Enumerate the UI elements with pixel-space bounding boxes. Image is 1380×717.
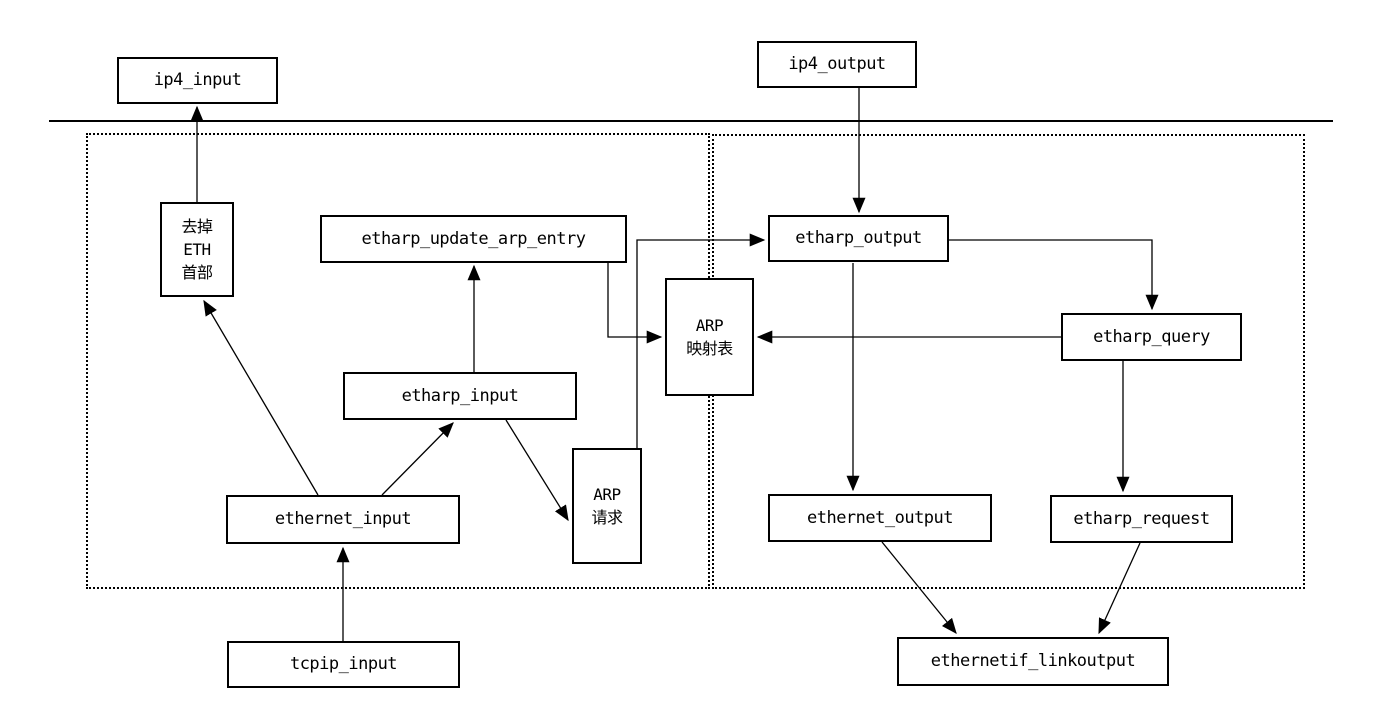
node-arp-mapping-table: ARP 映射表 [665, 278, 754, 396]
node-etharp-update-arp-entry: etharp_update_arp_entry [320, 215, 627, 263]
node-etharp-request: etharp_request [1050, 495, 1233, 543]
node-ethernet-input: ethernet_input [226, 495, 460, 544]
node-ip4-output: ip4_output [757, 41, 917, 88]
node-etharp-query: etharp_query [1061, 313, 1242, 361]
node-etharp-input: etharp_input [343, 372, 577, 420]
node-remove-eth-header: 去掉 ETH 首部 [160, 202, 234, 297]
node-tcpip-input: tcpip_input [227, 641, 460, 688]
node-arp-request: ARP 请求 [572, 448, 642, 564]
node-ip4-input: ip4_input [117, 57, 278, 104]
layer-boundary-line [49, 120, 1333, 122]
node-etharp-output: etharp_output [768, 215, 949, 262]
node-ethernet-output: ethernet_output [768, 494, 992, 542]
node-ethernetif-linkoutput: ethernetif_linkoutput [897, 637, 1169, 686]
